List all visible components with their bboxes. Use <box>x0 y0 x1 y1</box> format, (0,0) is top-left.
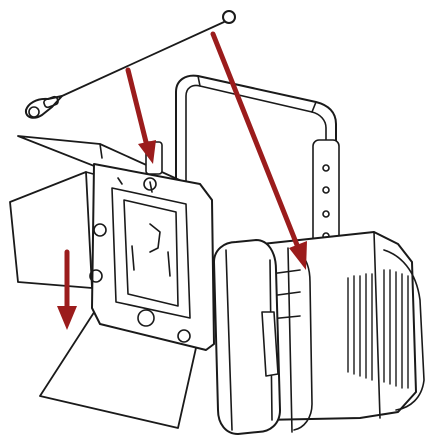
frame-screw-left-lower <box>89 269 103 283</box>
instruction-arrows <box>57 31 307 330</box>
accessory-frame <box>89 141 215 351</box>
safety-cable <box>24 10 236 119</box>
cable-ring <box>222 10 236 24</box>
frame-screw-bottom <box>137 309 155 327</box>
lens-barrel <box>213 239 313 435</box>
frame-screw-bottom-right <box>177 329 191 343</box>
hook-ring <box>28 106 40 118</box>
arrow-cable-to-frame <box>125 67 156 164</box>
frame-screw-top-right <box>143 177 157 191</box>
cooling-fins <box>347 269 409 389</box>
arrow-cable-to-yoke <box>210 31 307 270</box>
frame-screw-left-upper <box>93 223 107 237</box>
hook-ferrule <box>43 95 59 109</box>
cable-wire <box>61 21 225 97</box>
lens-clamp-lever <box>261 311 279 377</box>
cable-snap-hook <box>24 95 63 119</box>
arrow-down-left <box>57 249 77 330</box>
